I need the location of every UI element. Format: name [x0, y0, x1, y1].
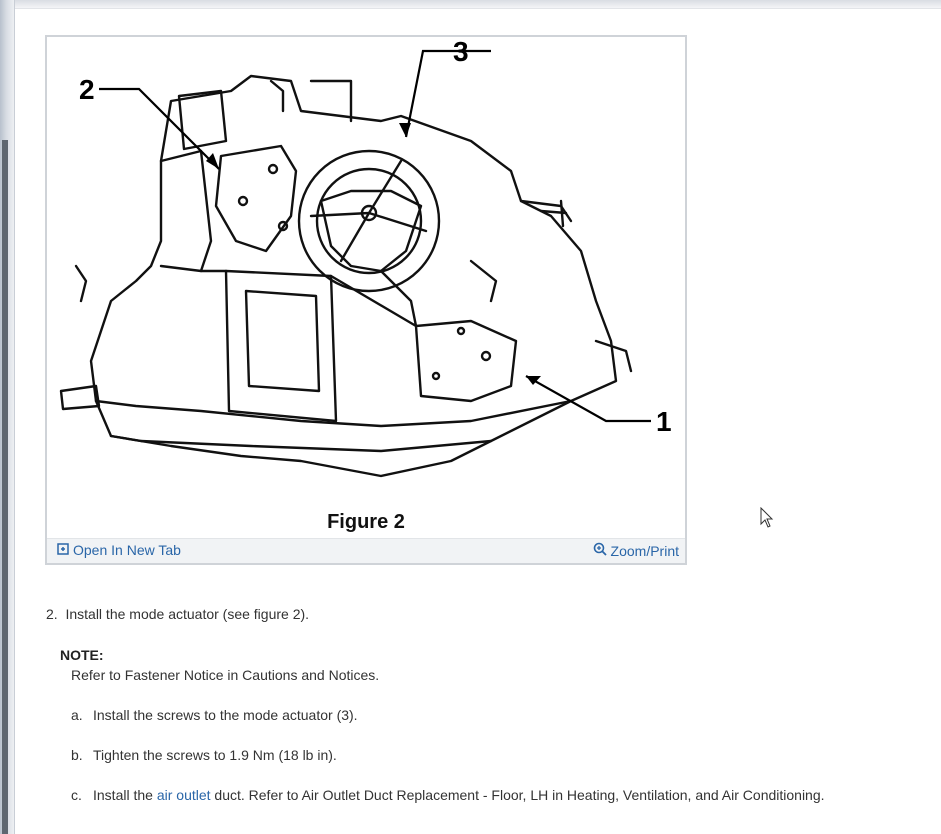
hvac-module-diagram: 2 3 1	[59, 41, 672, 478]
note-title: NOTE:	[60, 647, 104, 663]
figure-container: 2 3 1 Figure 2 Open In New Tab Zoom/Prin…	[45, 35, 687, 565]
step-number: 2.	[46, 606, 58, 622]
substep-marker: a.	[71, 707, 83, 723]
new-tab-icon	[57, 542, 69, 558]
window-shadow	[2, 140, 8, 834]
mouse-pointer-icon	[760, 506, 774, 534]
substep-c: c. Install the air outlet duct. Refer to …	[71, 787, 825, 803]
air-outlet-link[interactable]: air outlet	[156, 787, 211, 803]
zoom-print-label: Zoom/Print	[610, 542, 679, 559]
figure-caption: Figure 2	[327, 511, 405, 533]
window-top-border	[0, 0, 941, 9]
figure-footer: Open In New Tab Zoom/Print	[47, 538, 685, 563]
callout-3: 3	[453, 41, 469, 67]
step-text: Install the mode actuator (see figure 2)…	[65, 606, 310, 622]
zoom-icon	[593, 542, 607, 559]
substep-b: b. Tighten the screws to 1.9 Nm (18 lb in…	[71, 747, 337, 763]
window-left-border	[0, 0, 15, 834]
open-in-new-tab-link[interactable]: Open In New Tab	[57, 542, 181, 558]
zoom-print-link[interactable]: Zoom/Print	[593, 542, 679, 559]
substep-marker: b.	[71, 747, 83, 763]
instruction-step: 2. Install the mode actuator (see figure…	[46, 606, 309, 622]
callout-1: 1	[656, 406, 672, 437]
callout-2: 2	[79, 74, 95, 105]
open-in-new-tab-label: Open In New Tab	[73, 542, 181, 558]
substep-text-before: Install the	[93, 787, 157, 803]
substep-text: Install the screws to the mode actuator …	[93, 707, 358, 723]
substep-text-after: duct. Refer to Air Outlet Duct Replaceme…	[210, 787, 825, 803]
substep-text: Tighten the screws to 1.9 Nm (18 lb in).	[93, 747, 337, 763]
substep-a: a. Install the screws to the mode actuato…	[71, 707, 358, 723]
substep-marker: c.	[71, 787, 82, 803]
note-text: Refer to Fastener Notice in Cautions and…	[71, 667, 380, 683]
